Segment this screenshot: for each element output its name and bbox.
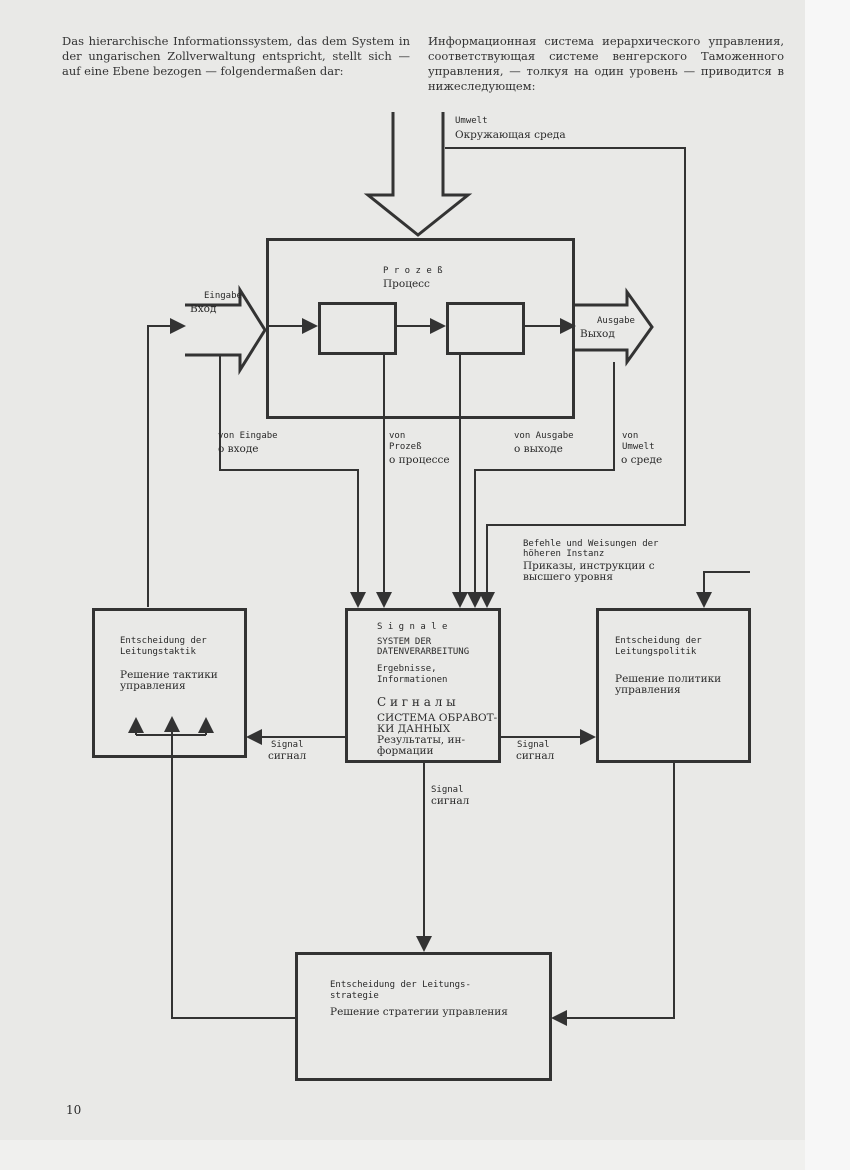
from-environment-de1: von <box>622 431 639 441</box>
input-label-de: Eingabe <box>204 291 242 301</box>
from-process-ru: о процессе <box>389 454 450 466</box>
strategy-ru: Решение стратегии управления <box>330 1006 508 1018</box>
policy-de2: Leitungspolitik <box>615 647 697 657</box>
data-system-ru2: КИ ДАННЫХ <box>377 723 451 735</box>
data-system-ru4: формации <box>377 745 434 757</box>
from-input-line <box>219 355 366 608</box>
process-label-ru: Процесс <box>383 278 430 290</box>
tactics-ru2: управления <box>120 680 186 692</box>
strategy-de2: strategie <box>330 991 379 1001</box>
tactics-de2: Leitungstaktik <box>120 647 196 657</box>
from-output-ru: о выходе <box>514 443 563 455</box>
policy-box <box>596 608 751 763</box>
process-step-1 <box>318 302 397 355</box>
intro-german: Das hierarchische Informationssystem, da… <box>62 34 410 78</box>
signal-right-ru: сигнал <box>516 750 555 762</box>
orders-de1: Befehle und Weisungen der <box>523 539 659 549</box>
from-output-line <box>467 362 615 608</box>
data-system-de1: SYSTEM DER <box>377 637 432 647</box>
signal-left-de: Signal <box>271 740 304 750</box>
input-label-ru: Вход <box>190 303 217 315</box>
environment-label-de: Umwelt <box>455 116 488 126</box>
from-process-de1: von <box>389 431 406 441</box>
from-output-de: von Ausgabe <box>514 431 574 441</box>
process-label-de: P r o z e ß <box>383 266 443 276</box>
strategy-box <box>295 952 552 1081</box>
page-number: 10 <box>66 1103 82 1117</box>
environment-arrow <box>363 112 473 237</box>
data-system-de3: Ergebnisse, <box>377 664 437 674</box>
strategy-de1: Entscheidung der Leitungs- <box>330 980 471 990</box>
orders-de2: höheren Instanz <box>523 549 605 559</box>
tactics-de1: Entscheidung der <box>120 636 207 646</box>
data-system-de4: Informationen <box>377 675 448 685</box>
from-environment-de2: Umwelt <box>622 442 655 452</box>
from-environment-line <box>445 147 686 608</box>
signal-right-de: Signal <box>517 740 550 750</box>
feedback-line <box>147 318 186 607</box>
signal-down-ru: сигнал <box>431 795 470 807</box>
intro-russian: Информационная система иерархического уп… <box>428 34 784 93</box>
data-system-box <box>345 608 501 763</box>
data-system-ru1: СИСТЕМА ОБРАВОТ- <box>377 712 498 724</box>
from-input-de: von Eingabe <box>218 431 278 441</box>
policy-de1: Entscheidung der <box>615 636 702 646</box>
page <box>0 0 805 1140</box>
output-label-de: Ausgabe <box>597 316 635 326</box>
signal-left-ru: сигнал <box>268 750 307 762</box>
data-system-title-ru: С и г н а л ы <box>377 695 456 709</box>
data-system-title-de: S i g n a l e <box>377 622 448 632</box>
tactics-ru1: Решение тактики <box>120 669 218 681</box>
policy-ru1: Решение политики <box>615 673 722 685</box>
data-system-ru3: Результаты, ин- <box>377 734 466 746</box>
tactics-box <box>92 608 247 758</box>
orders-line <box>696 571 750 608</box>
policy-ru2: управления <box>615 684 681 696</box>
page-edge <box>805 0 850 1170</box>
orders-ru1: Приказы, инструкции с <box>523 560 655 572</box>
process-box <box>266 238 575 419</box>
input-arrow <box>185 284 267 376</box>
data-system-de2: DATENVERARBEITUNG <box>377 647 470 657</box>
from-process-de2: Prozeß <box>389 442 422 452</box>
signal-down-de: Signal <box>431 785 464 795</box>
orders-ru2: высшего уровня <box>523 571 614 583</box>
output-arrow <box>575 287 654 367</box>
from-environment-ru: о среде <box>621 454 663 466</box>
process-step-2 <box>446 302 525 355</box>
output-label-ru: Выход <box>580 328 615 340</box>
environment-label-ru: Окружающая среда <box>455 129 566 141</box>
from-input-ru: о входе <box>218 443 259 455</box>
